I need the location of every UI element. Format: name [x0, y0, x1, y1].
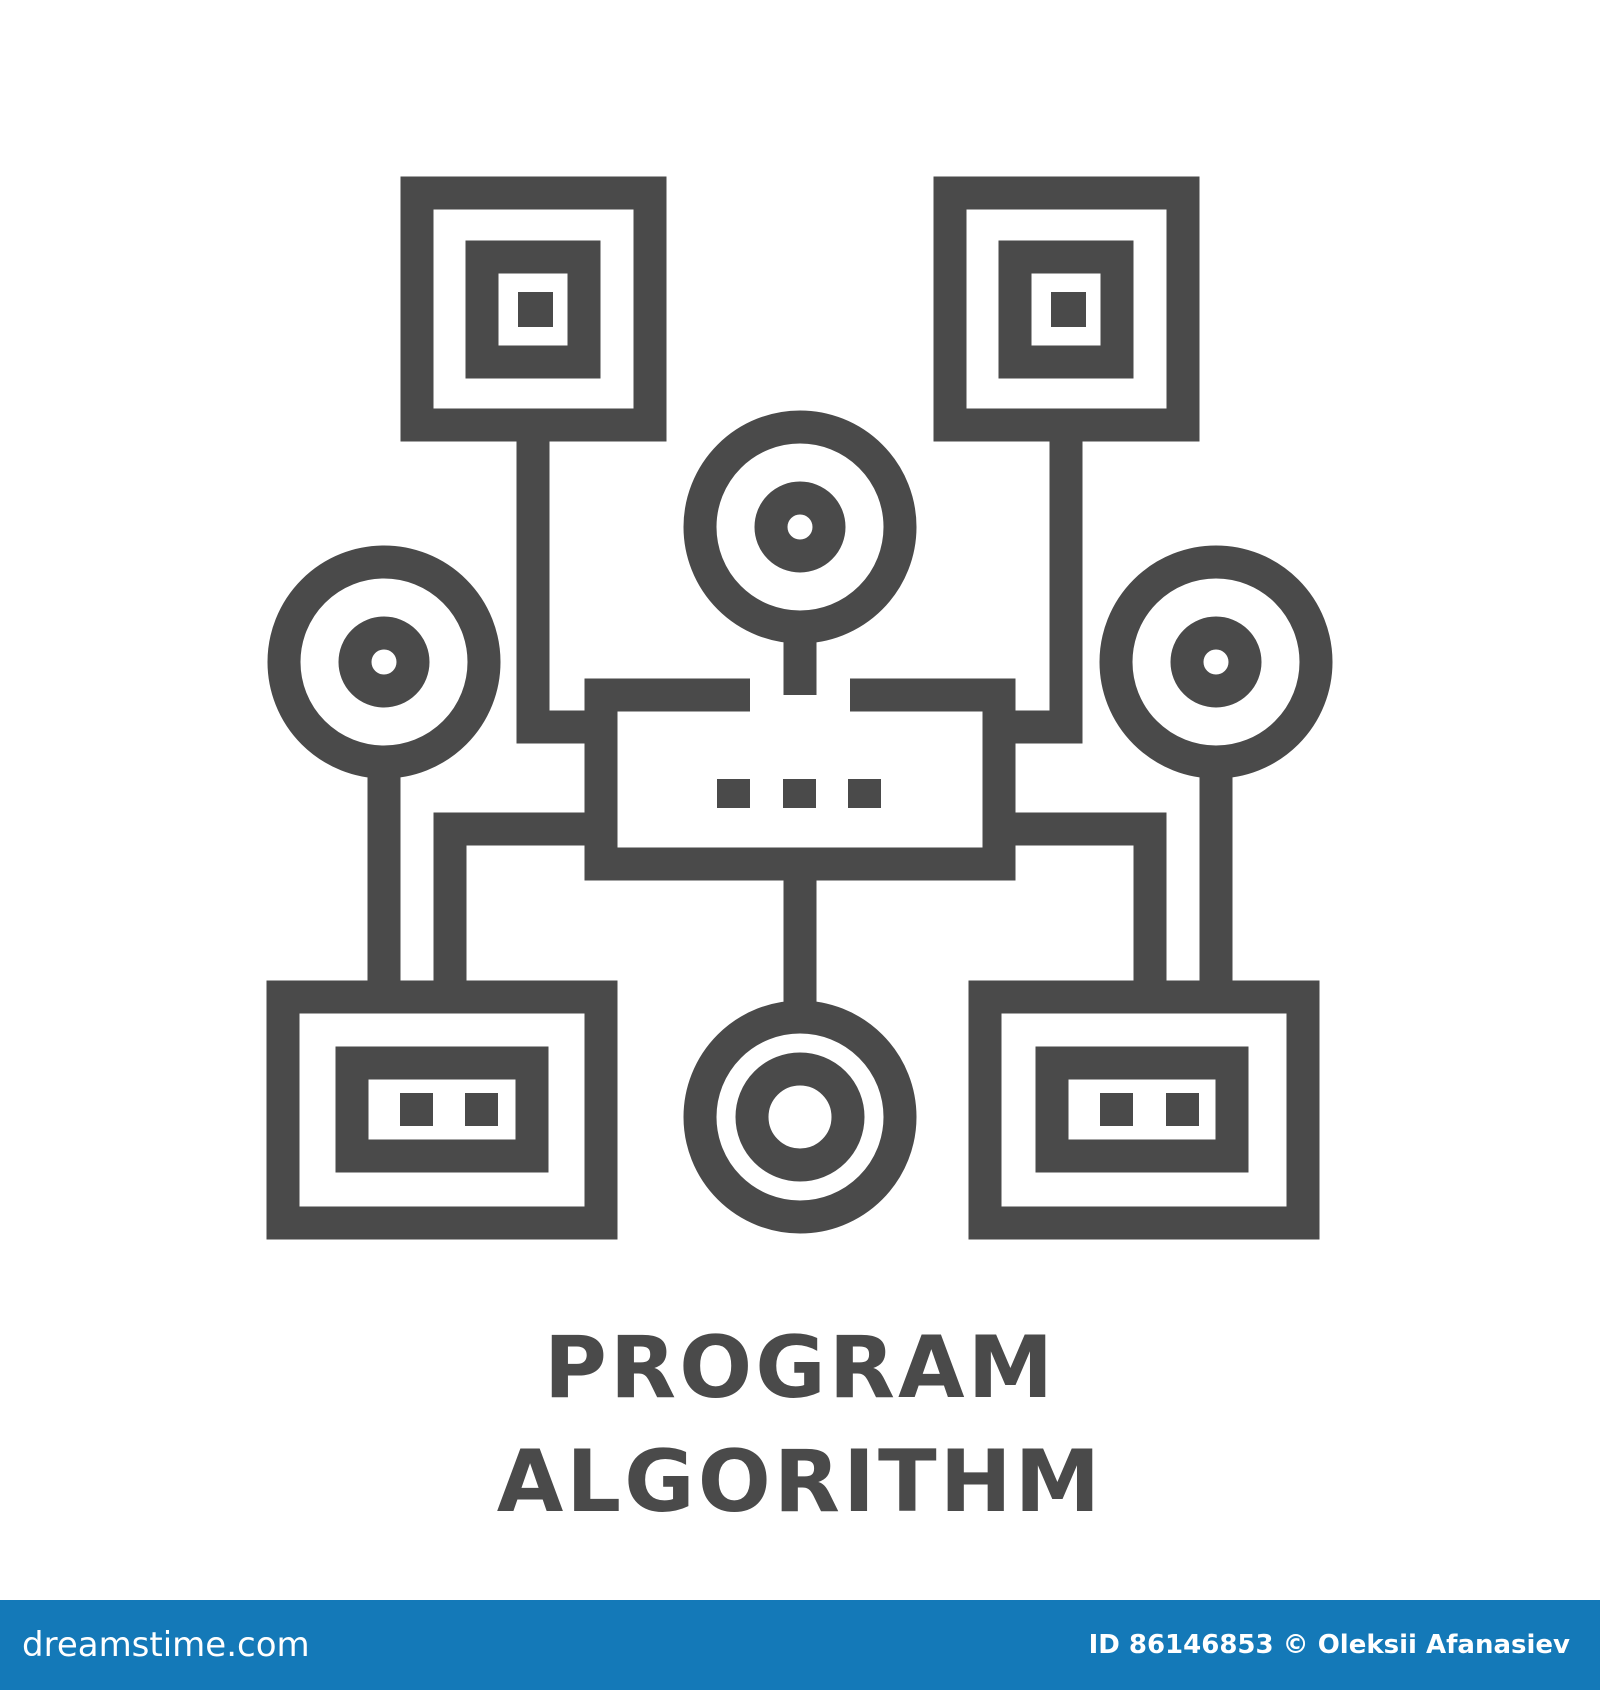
- connector-lines: [367, 425, 1233, 1017]
- bottom-right-node-icon: [968, 980, 1320, 1240]
- processor-dots: [717, 779, 881, 808]
- bottom-right-dots: [1100, 1093, 1199, 1126]
- bottom-circle-node-icon: [683, 1000, 917, 1234]
- bottom-left-node-icon: [266, 980, 618, 1240]
- caption-line-2: ALGORITHM: [496, 1432, 1104, 1532]
- footer-bar: dreamstime.com ID 86146853 © Oleksii Afa…: [0, 1600, 1600, 1690]
- bottom-left-dots: [400, 1093, 498, 1126]
- top-left-node-core: [518, 292, 553, 327]
- program-algorithm-icon: [266, 176, 1333, 1240]
- footer-logo[interactable]: dreamstime.com: [22, 1625, 310, 1665]
- footer-credit: ID 86146853 © Oleksii Afanasiev: [1088, 1630, 1570, 1660]
- caption-line-1: PROGRAM: [543, 1318, 1057, 1418]
- left-circle-node-icon: [267, 545, 501, 779]
- top-circle-node-icon: [683, 410, 917, 644]
- right-circle-node-icon: [1099, 545, 1333, 779]
- top-right-node-core: [1051, 292, 1086, 327]
